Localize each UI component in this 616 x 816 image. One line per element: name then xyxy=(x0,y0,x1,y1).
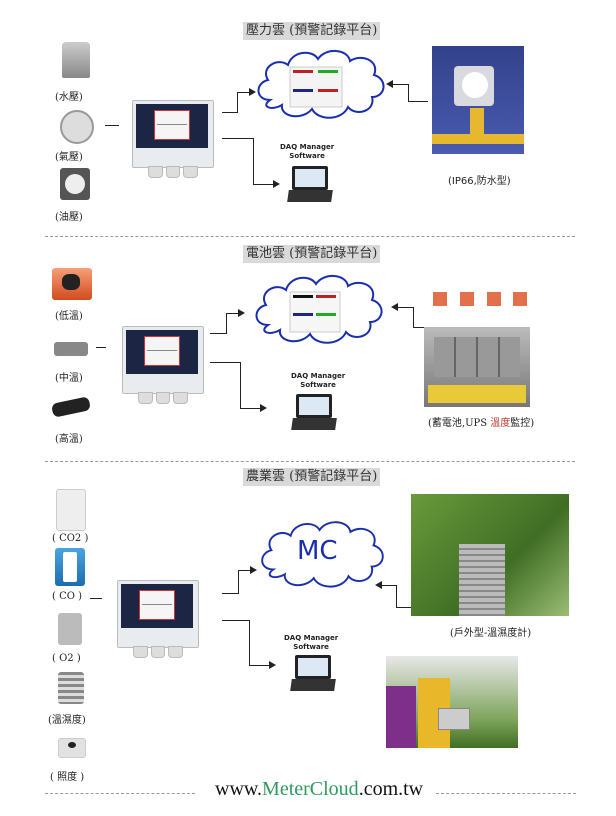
sensor-label-o2: ( O2 ) xyxy=(52,653,81,664)
sensor-label-high-temp: (高溫) xyxy=(55,434,83,445)
connector-line xyxy=(96,347,106,348)
footer-divider xyxy=(436,793,576,794)
connector-line xyxy=(240,362,241,408)
sensor-label-co: ( CO ) xyxy=(52,591,83,602)
connector-line xyxy=(238,570,239,594)
outdoor-humidity-sensor-photo xyxy=(411,494,569,616)
connector-line xyxy=(222,112,237,113)
footer-divider xyxy=(45,793,195,794)
co-sensor-image xyxy=(55,548,85,586)
connector-line xyxy=(105,125,119,126)
arrow-to-cloud xyxy=(249,88,256,96)
connector-line xyxy=(90,598,102,599)
temp-humidity-sensor-image xyxy=(58,672,84,704)
ip66-recorder-photo xyxy=(432,46,524,154)
sensor-label-water-pressure: (水壓) xyxy=(55,92,83,103)
o2-sensor-image xyxy=(58,613,82,645)
connector-line xyxy=(253,184,273,185)
data-logger-device xyxy=(116,326,208,418)
connector-line xyxy=(240,408,260,409)
arrow-from-sensor xyxy=(391,303,398,311)
connector-line xyxy=(396,585,397,607)
connector-line xyxy=(237,92,249,93)
connector-line xyxy=(222,620,249,621)
data-logger-device xyxy=(111,580,203,672)
sensor-label-temp-humidity: (溫濕度) xyxy=(48,715,86,726)
photo-caption-outdoor: (戶外型-溫濕度計) xyxy=(450,628,532,639)
photo-caption-ups: (蓄電池,UPS 溫度監控) xyxy=(428,418,535,429)
connector-line xyxy=(222,593,238,594)
arrow-to-laptop xyxy=(260,404,267,412)
temp-probe-icons xyxy=(433,292,533,308)
connector-line xyxy=(222,138,253,139)
connector-line xyxy=(408,101,428,102)
photo-caption-ip66: (IP66,防水型) xyxy=(448,176,511,187)
co2-sensor-image xyxy=(56,489,86,531)
section-title-battery: 電池雲 (預警記錄平台) xyxy=(243,245,381,263)
connector-line xyxy=(226,313,227,334)
air-pressure-gauge-image xyxy=(60,110,94,144)
arrow-from-sensor xyxy=(375,581,382,589)
section-title-pressure: 壓力雲 (預警記錄平台) xyxy=(243,22,381,40)
oil-pressure-recorder-image xyxy=(60,168,90,200)
arrow-to-cloud xyxy=(238,309,245,317)
arrow-to-cloud xyxy=(250,566,257,574)
connector-line xyxy=(393,84,408,85)
connector-line xyxy=(382,585,396,586)
connector-line xyxy=(237,92,238,113)
connector-line xyxy=(238,570,250,571)
lux-sensor-image xyxy=(58,738,86,758)
arrow-to-laptop xyxy=(269,661,276,669)
connector-line xyxy=(210,333,226,334)
connector-line xyxy=(396,607,412,608)
data-logger-device xyxy=(126,100,218,192)
arrow-from-sensor xyxy=(386,80,393,88)
sensor-label-air-pressure: (氣壓) xyxy=(55,152,83,163)
connector-line xyxy=(398,307,413,308)
connector-line xyxy=(226,313,238,314)
sensor-label-oil-pressure: (油壓) xyxy=(55,212,83,223)
sensor-label-low-temp: (低溫) xyxy=(55,311,83,322)
cloud-platform-mc xyxy=(261,521,384,588)
connector-line xyxy=(413,327,428,328)
high-temp-sensor-image xyxy=(50,396,92,418)
cloud-platform-pressure xyxy=(257,50,385,119)
laptop-daq-manager xyxy=(287,166,333,206)
connector-line xyxy=(210,362,240,363)
connector-line xyxy=(408,84,409,102)
ups-battery-bank-photo xyxy=(424,327,530,407)
laptop-daq-manager xyxy=(291,394,337,434)
low-temp-sensor-image xyxy=(52,268,92,300)
cloud-mc-text: MC xyxy=(297,536,338,566)
mid-temp-sensor-image xyxy=(54,342,88,356)
water-pressure-sensor-image xyxy=(62,42,90,78)
laptop-daq-manager xyxy=(290,655,336,695)
connector-line xyxy=(249,665,269,666)
section-title-agriculture: 農業雲 (預警記錄平台) xyxy=(243,468,381,486)
sensor-label-co2: ( CO2 ) xyxy=(52,533,89,544)
sensor-label-mid-temp: (中溫) xyxy=(55,373,83,384)
section-divider xyxy=(45,461,575,462)
section-divider xyxy=(45,236,575,237)
connector-line xyxy=(249,620,250,665)
greenhouse-photo xyxy=(386,656,518,748)
footer-website[interactable]: www.MeterCloud.com.tw xyxy=(215,778,424,800)
sensor-label-lux: ( 照度 ) xyxy=(50,772,85,783)
connector-line xyxy=(413,307,414,327)
arrow-to-laptop xyxy=(273,180,280,188)
connector-line xyxy=(253,138,254,184)
cloud-platform-battery xyxy=(255,275,383,344)
